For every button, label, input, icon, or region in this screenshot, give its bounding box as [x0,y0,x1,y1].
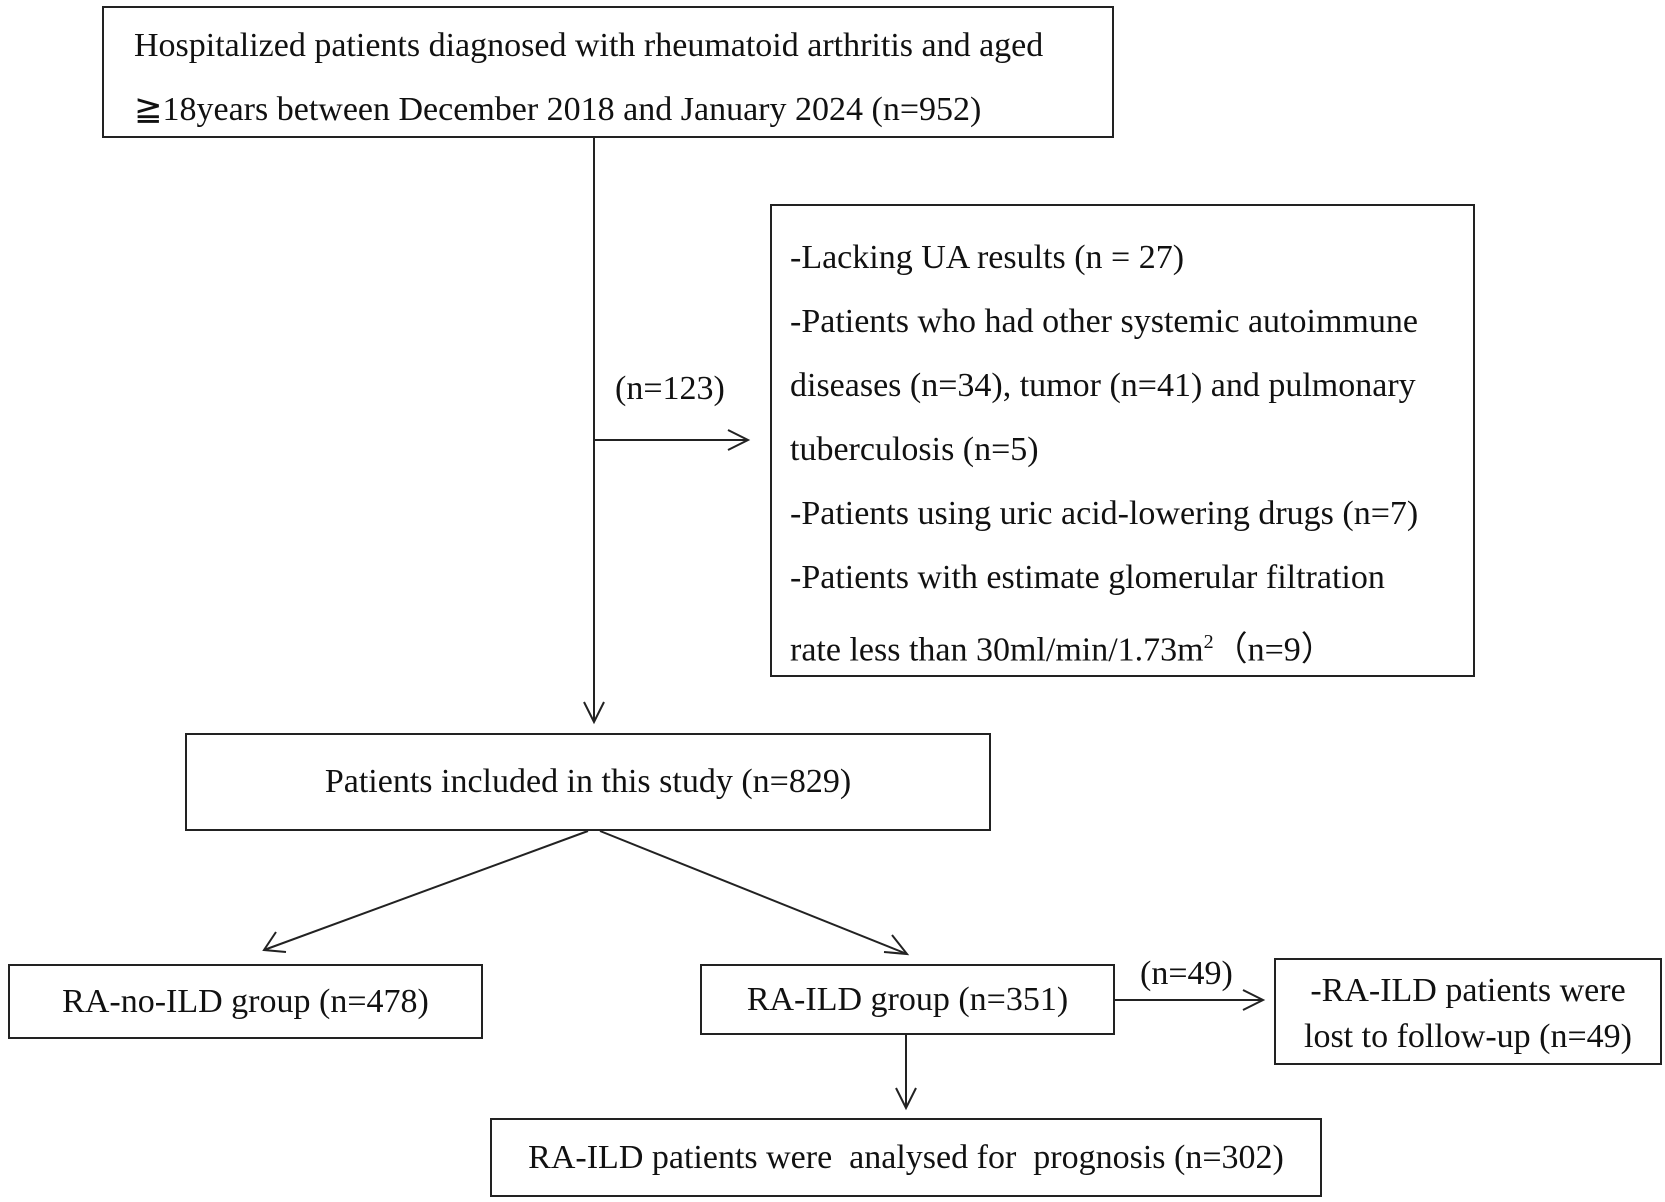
arrowhead-lost [1242,989,1266,1011]
exclusion-line: -Patients with estimate glomerular filtr… [790,559,1385,596]
lost-line-1: -RA-ILD patients were [1310,972,1626,1009]
ra-no-ild-label: RA-no-ILD group (n=478) [62,983,429,1020]
ra-ild-label: RA-ILD group (n=351) [746,981,1069,1018]
screening-line-2: ≧18years between December 2018 and Janua… [134,91,982,128]
lost-line-2: lost to follow-up (n=49) [1304,1018,1632,1055]
lost-to-follow-up-box: -RA-ILD patients were lost to follow-up … [1274,958,1662,1065]
exclusion-line: -Patients who had other systemic autoimm… [790,303,1418,340]
exclusion-line: -Patients using uric acid-lowering drugs… [790,495,1419,532]
excluded-count-label: (n=123) [615,370,725,407]
prognosis-analysis-box: RA-ILD patients were analysed for progno… [490,1118,1322,1197]
egfr-superscript: 2 [1203,631,1214,653]
exclusion-line: -Lacking UA results (n = 27) [790,239,1185,276]
arrowhead-included [583,701,605,725]
ra-no-ild-group-box: RA-no-ILD group (n=478) [8,964,483,1039]
included-patients-box: Patients included in this study (n=829) [185,733,991,831]
lost-count-label: (n=49) [1140,955,1233,992]
egfr-text: rate less than 30ml/min/1.73m [790,631,1204,669]
arrowhead-ild [883,934,910,956]
prognosis-label: RA-ILD patients were analysed for progno… [528,1139,1284,1176]
egfr-count: （n=9） [1213,631,1335,669]
ra-ild-group-box: RA-ILD group (n=351) [700,964,1115,1035]
screening-population-box: Hospitalized patients diagnosed with rhe… [102,6,1114,138]
exclusion-line-egfr: rate less than 30ml/min/1.73m2（n=9） [790,610,1455,682]
screening-line-1: Hospitalized patients diagnosed with rhe… [134,27,1044,64]
included-label: Patients included in this study (n=829) [324,763,852,800]
arrowhead-exclusion [727,429,751,451]
connector-to-no-ild [263,830,589,951]
exclusion-line: diseases (n=34), tumor (n=41) and pulmon… [790,367,1416,404]
exclusion-line: tuberculosis (n=5) [790,431,1039,468]
exclusion-criteria-box: -Lacking UA results (n = 27) -Patients w… [770,204,1475,677]
arrowhead-no-ild [262,931,287,953]
connector-to-ild [599,830,908,955]
arrowhead-prognosis [895,1087,917,1111]
